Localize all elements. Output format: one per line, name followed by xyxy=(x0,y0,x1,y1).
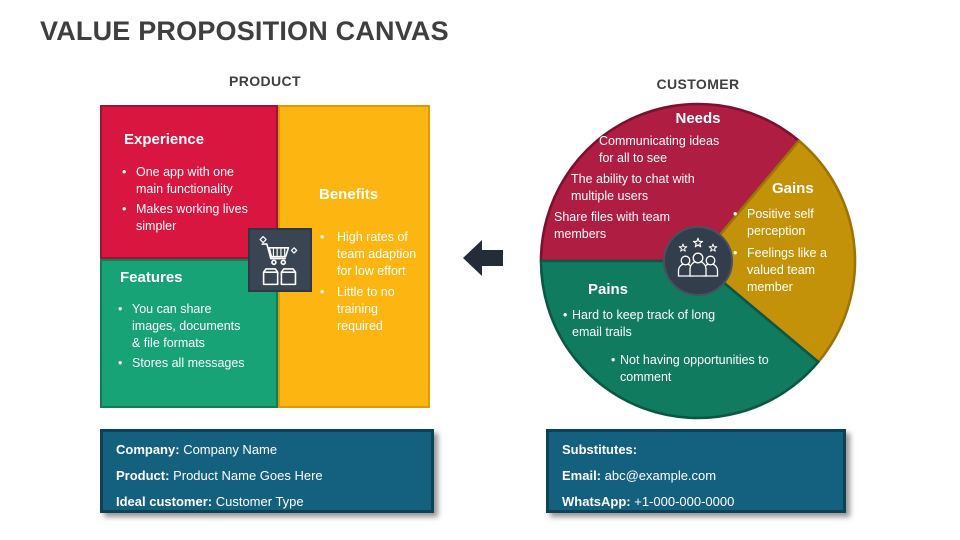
experience-title: Experience xyxy=(124,131,205,148)
company-label: Company: xyxy=(116,442,180,457)
shopping-cart-icon xyxy=(259,235,298,286)
product-column-label: PRODUCT xyxy=(228,73,302,89)
experience-bullet-list: One app with one main functionality Make… xyxy=(122,164,250,238)
product-line: Product:Product Name Goes Here xyxy=(116,467,418,484)
bullet-item: Hard to keep track of long email trails xyxy=(563,307,718,341)
bullet-item: High rates of team adaption for low effo… xyxy=(320,229,426,280)
whatsapp-label: WhatsApp: xyxy=(562,494,631,509)
bullet-item: Share files with team members xyxy=(539,209,676,243)
substitutes-line: Substitutes: xyxy=(562,441,830,458)
whatsapp-value: +1-000-000-0000 xyxy=(634,494,735,509)
product-value: Product Name Goes Here xyxy=(173,468,323,483)
left-arrow-icon xyxy=(463,240,503,276)
pains-title: Pains xyxy=(588,281,629,298)
bullet-item: The ability to chat with multiple users xyxy=(556,171,711,205)
benefits-title: Benefits xyxy=(319,186,379,203)
features-bullet-list: You can share images, documents & file f… xyxy=(118,301,252,375)
needs-title: Needs xyxy=(675,110,721,127)
bullet-item: Feelings like a valued team member xyxy=(733,245,861,296)
bullet-item: One app with one main functionality xyxy=(122,164,250,198)
ideal-customer-label: Ideal customer: xyxy=(116,494,213,509)
email-line: Email:abc@example.com xyxy=(562,467,830,484)
ideal-customer-line: Ideal customer:Customer Type xyxy=(116,493,418,510)
bullet-item: Makes working lives simpler xyxy=(122,201,250,235)
bullet-item: You can share images, documents & file f… xyxy=(118,301,252,352)
page-title: VALUE PROPOSITION CANVAS xyxy=(40,16,449,46)
email-value: abc@example.com xyxy=(604,468,717,483)
product-label: Product: xyxy=(116,468,170,483)
bullet-item: Communicating ideas for all to see xyxy=(584,133,731,167)
bullet-item: Positive self perception xyxy=(733,206,857,240)
ideal-customer-value: Customer Type xyxy=(215,494,304,509)
bullet-item: Stores all messages xyxy=(118,355,252,372)
team-members-icon xyxy=(677,237,719,277)
features-title: Features xyxy=(120,269,183,286)
substitutes-label: Substitutes: xyxy=(562,442,638,457)
company-info-box: Company:Company Name Product:Product Nam… xyxy=(100,429,434,513)
bullet-item: Little to no training required xyxy=(320,284,426,335)
product-center-tile xyxy=(248,228,312,292)
email-label: Email: xyxy=(562,468,602,483)
bullet-item: Not having opportunities to comment xyxy=(611,352,780,386)
customer-column-label: CUSTOMER xyxy=(656,76,740,92)
benefits-bullet-list: High rates of team adaption for low effo… xyxy=(320,229,426,339)
company-value: Company Name xyxy=(183,442,278,457)
whatsapp-line: WhatsApp:+1-000-000-0000 xyxy=(562,493,830,510)
gains-title: Gains xyxy=(772,180,814,197)
company-line: Company:Company Name xyxy=(116,441,418,458)
substitutes-info-box: Substitutes: Email:abc@example.com Whats… xyxy=(546,429,846,513)
